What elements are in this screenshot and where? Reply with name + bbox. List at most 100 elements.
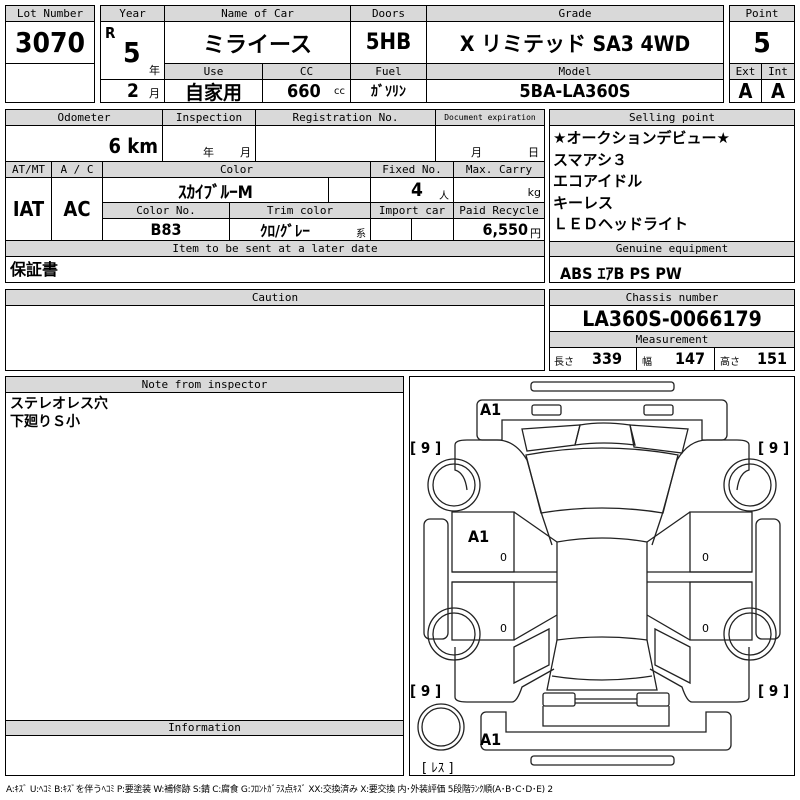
note-box: Note from inspector ステレオレス穴 下廻りＳ小 Inform… [5,376,404,776]
doors-value: 5HB [351,22,427,64]
model-value: 5BA-LA360S [519,80,631,102]
selling-item: ★オークションデビュー★ [553,129,730,147]
ext-label: Ext [730,64,762,80]
length-value: 339 [592,349,623,368]
registration-label: Registration No. [256,110,436,126]
length-cell: 長さ 339 [550,348,637,370]
fuel-value: ｶﾞｿﾘﾝ [351,80,427,102]
doc-exp-cell: 月 日 [436,126,544,162]
int-value: A [771,80,785,102]
genuine-value: ABS ｴｱB PS PW [560,264,682,283]
height-label: 高さ [720,357,740,368]
cc-label: CC [263,64,351,80]
selling-label: Selling point [550,110,794,126]
trim-unit: 系 [356,229,366,240]
fixed-unit: 人 [439,191,449,202]
caution-box: Caution [5,289,545,371]
selling-item: キーレス [553,193,614,212]
doors-label: Doors [351,6,427,22]
later-label: Item to be sent at a later date [6,241,544,257]
fixed-value: 4 [411,179,423,201]
recycle-value: 6,550 [482,220,528,239]
use-value: 自家用 [165,80,263,102]
tire-rl: [ 9 ] [410,682,442,700]
measure-label: Measurement [550,332,794,348]
carry-cell: kg [454,178,544,203]
fixed-label: Fixed No. [371,162,454,178]
selling-item: ＬＥＤヘッドライト [553,215,689,234]
inspection-cell: 年 月 [163,126,256,162]
doc-exp-day-unit: 日 [528,146,539,159]
note-line: 下廻りＳ小 [10,414,80,430]
point-label: Point [730,6,794,22]
lot-number: 3070 [6,22,94,64]
trim-label: Trim color [230,203,371,219]
month-value: 2 [127,80,139,102]
selling-item: スマアシ３ [553,150,627,169]
chassis-label: Chassis number [550,290,794,306]
recycle-cell: 6,550 円 [454,219,544,241]
tire-fl: [ 9 ] [410,439,442,457]
zero-mark: 0 [702,551,709,564]
carry-unit: kg [527,186,541,199]
inspection-label: Inspection [163,110,256,126]
era: R [105,24,116,42]
inspection-month-unit: 月 [240,146,251,159]
fuel-label: Fuel [351,64,427,80]
cc-unit: cc [334,86,345,97]
selling-list: ★オークションデビュー★ スマアシ３ エコアイドル キーレス ＬＥＤヘッドライト [553,128,730,236]
car-info-box: Year R 5 年 2 月 Name of Car ミライース Use 自家用… [100,5,724,103]
note-lines: ステレオレス穴 下廻りＳ小 [10,395,108,431]
tire-fr: [ 9 ] [758,439,790,457]
width-value: 147 [675,349,706,368]
selling-box: Selling point ★オークションデビュー★ スマアシ３ エコアイドル … [549,109,795,283]
width-label: 幅 [642,357,652,368]
year-cell: R 5 年 [101,22,165,80]
chassis-box: Chassis number LA360S-0066179 Measuremen… [549,289,795,371]
color-label: Color [103,162,371,178]
fixed-cell: 4 人 [371,178,454,203]
later-value: 保証書 [10,260,59,279]
odometer-label: Odometer [6,110,163,126]
caution-label: Caution [6,290,544,306]
year-unit: 年 [149,64,160,77]
length-label: 長さ [554,357,574,368]
carry-label: Max. Carry [454,162,544,178]
import-cell-1 [371,219,412,241]
import-label: Import car [371,203,454,219]
trim-value: ｸﾛ/ｸﾞﾚｰ [260,222,310,240]
recycle-unit: 円 [530,227,541,240]
car-outline-icon [417,381,781,766]
note-line: ステレオレス穴 [10,396,108,412]
grade-value: X リミテッド SA3 4WD [427,22,723,64]
atmt-label: AT/MT [6,162,52,178]
ext-value: A [730,80,762,102]
grade-label: Grade [427,6,723,22]
zero-mark: 0 [702,622,709,635]
color-extra [329,178,371,203]
doc-exp-label: Document expiration [436,110,544,126]
odometer-cell: 6 km [6,126,163,162]
point-value: 5 [730,22,794,64]
atmt-value: IAT [6,178,52,241]
lot-box: Lot Number 3070 [5,5,95,103]
damage-diagram: A1 A1 A1 0 0 0 0 [ 9 ] [ 9 ] [ 9 ] [ 9 ]… [409,376,795,776]
width-cell: 幅 147 [637,348,715,370]
zero-mark: 0 [500,622,507,635]
chassis-value: LA360S-0066179 [550,306,794,332]
info-label: Information [6,720,403,736]
color-no-value: B83 [103,219,230,241]
genuine-label: Genuine equipment [550,241,794,257]
lot-empty [6,64,94,102]
rear-bumper-grade: A1 [480,730,502,749]
height-value: 151 [757,349,788,368]
recycle-label: Paid Recycle [454,203,544,219]
lot-label: Lot Number [6,6,94,22]
car-name: ミライース [165,22,351,64]
name-label: Name of Car [165,6,351,22]
registration-value [256,126,436,162]
front-bumper-grade: A1 [480,400,502,419]
details-box: Odometer 6 km Inspection 年 月 Registratio… [5,109,545,283]
ac-value: AC [52,178,103,241]
trim-cell: ｸﾛ/ｸﾞﾚｰ 系 [230,219,371,241]
